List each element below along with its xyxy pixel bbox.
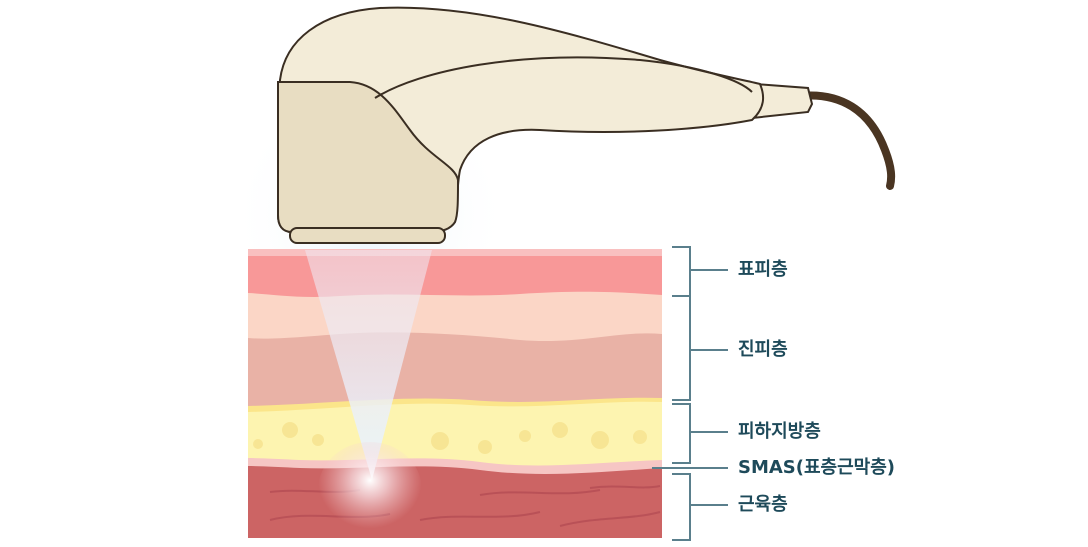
label-smas: SMAS(표층근막층) <box>738 457 896 478</box>
label-dermis: 진피층 <box>738 339 788 360</box>
epidermis-surface <box>248 249 662 256</box>
bracket-dermis <box>672 295 728 401</box>
ultrasound-handpiece <box>276 6 896 244</box>
skin-cross-section <box>248 249 662 538</box>
ultrasound-beam <box>305 250 432 480</box>
bracket-muscle <box>672 473 728 541</box>
label-subcutaneous-fat: 피하지방층 <box>738 421 821 442</box>
fat-cells <box>253 422 647 454</box>
transducer-cap <box>289 227 446 244</box>
label-muscle: 근육층 <box>738 494 788 515</box>
bracket-epidermis <box>672 246 728 297</box>
bracket-fat <box>672 403 728 464</box>
label-epidermis: 표피층 <box>738 259 788 280</box>
layer-brackets <box>652 246 728 541</box>
cable <box>796 91 896 190</box>
handle-contour <box>374 56 753 99</box>
focal-point-glow <box>318 442 422 538</box>
